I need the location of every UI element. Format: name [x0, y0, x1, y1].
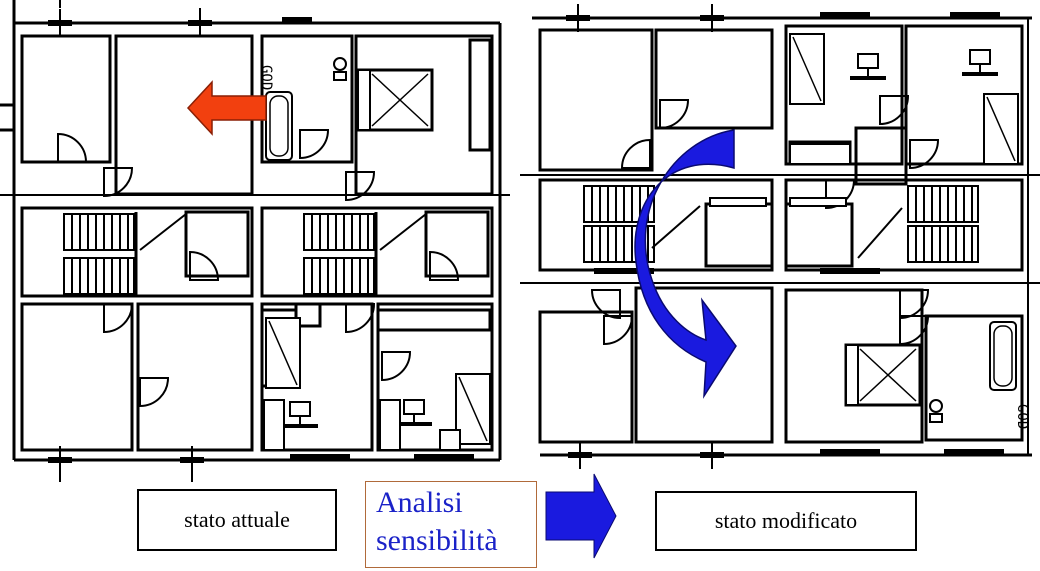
current-state-label: stato attuale — [137, 489, 337, 551]
curved-arrow-icon — [634, 129, 737, 399]
plan-modified-details: GOD — [565, 3, 1030, 470]
plan-current-details: GOD — [47, 0, 491, 482]
sensitivity-analysis-label: Analisi sensibilità — [365, 481, 537, 568]
analysis-line-1: Analisi — [376, 486, 463, 519]
arrow-left-icon — [186, 80, 267, 136]
arrow-right-icon — [545, 473, 617, 559]
modified-state-label: stato modificato — [655, 491, 917, 551]
plan-modified — [520, 16, 1040, 457]
analysis-line-2: sensibilità — [376, 524, 498, 557]
svg-text:GOD: GOD — [258, 65, 274, 90]
svg-text:GOD: GOD — [1014, 404, 1030, 429]
